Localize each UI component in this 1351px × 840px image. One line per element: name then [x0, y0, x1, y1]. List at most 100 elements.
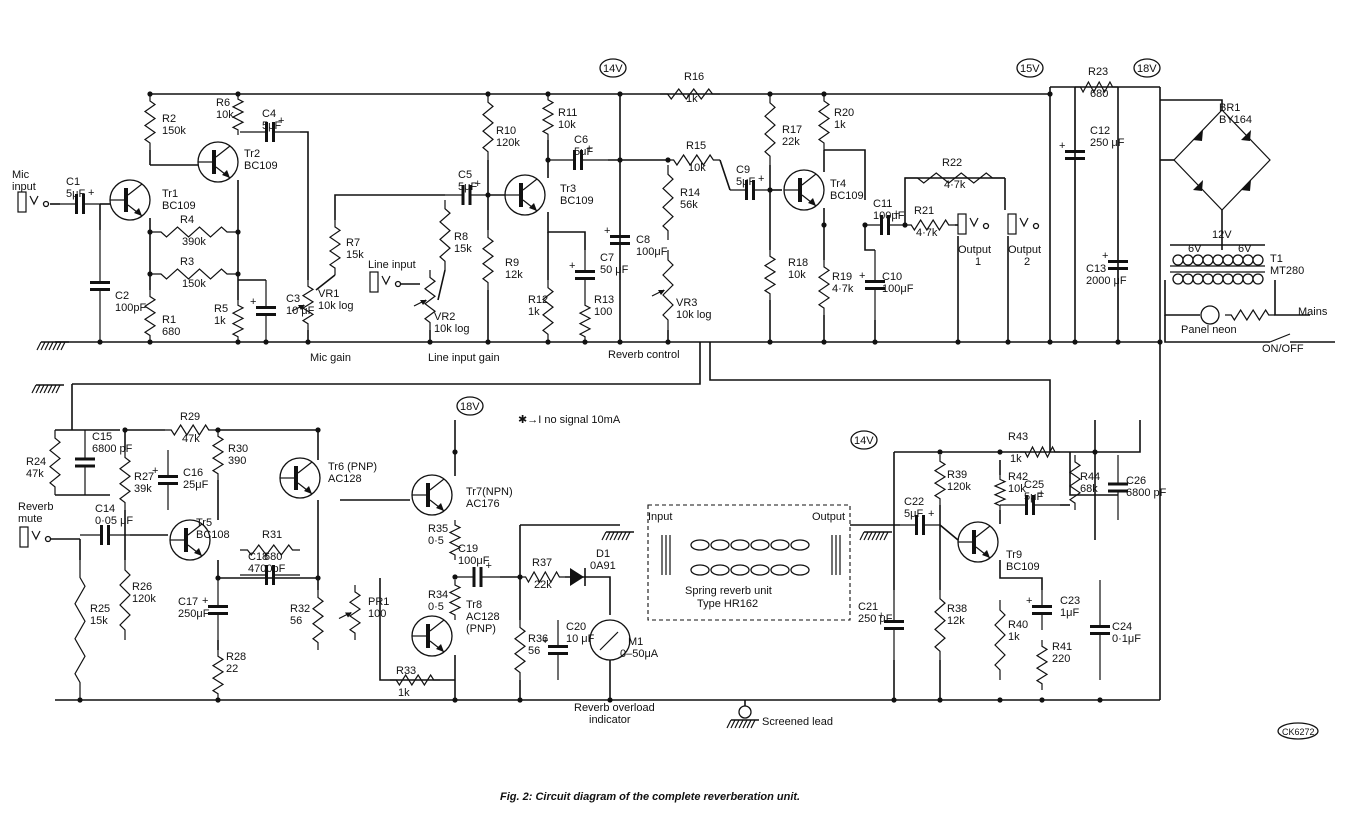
- junction-dot: [1097, 697, 1103, 703]
- junction-dot: [305, 339, 311, 345]
- resistor-r17: [764, 94, 776, 165]
- resistor-r42: [993, 475, 1007, 510]
- label-c24: C24: [1112, 621, 1132, 633]
- label-r38: R38: [947, 603, 967, 615]
- label-tr5: Tr5: [196, 517, 212, 529]
- junction-dot: [517, 697, 523, 703]
- ground-hatch: [36, 341, 42, 351]
- transformer-winding-pri: [1242, 273, 1254, 285]
- capacitor-plate: [1065, 157, 1085, 160]
- type-tr3: BC109: [560, 195, 594, 207]
- meter-needle: [599, 631, 619, 651]
- value-c18: 4700pF: [248, 563, 286, 575]
- value-r15: 10k: [688, 162, 706, 174]
- transistor-arrow: [222, 170, 230, 178]
- label-c3: C3: [286, 293, 300, 305]
- label-c7: C7: [600, 252, 614, 264]
- wire: [315, 274, 336, 291]
- capacitor-plate: [256, 313, 276, 316]
- transistor-base-bar: [972, 530, 976, 554]
- capacitor-c20: [548, 645, 568, 648]
- transformer-6v-b: 6V: [1238, 243, 1252, 255]
- rail-15v: 15V: [1016, 58, 1044, 78]
- capacitor-c3: [256, 306, 276, 309]
- label-c25: C25: [1024, 479, 1044, 491]
- junction-dot: [315, 575, 321, 581]
- label-r44: R44: [1080, 471, 1100, 483]
- reverb-control-label: Reverb control: [608, 349, 680, 361]
- ground-hatch: [39, 384, 45, 394]
- capacitor-plate: [752, 180, 755, 200]
- resistor-r38: [934, 590, 946, 660]
- wire: [300, 131, 309, 280]
- bridge-diode: [1193, 130, 1203, 141]
- label-r18: R18: [788, 257, 808, 269]
- resistor-r2: [143, 94, 157, 150]
- label-c5: C5: [458, 169, 472, 181]
- transformer-winding-sec: [1192, 254, 1204, 266]
- label-d1: D1: [596, 548, 610, 560]
- label-vr1: VR1: [318, 288, 339, 300]
- junction-dot: [1115, 339, 1121, 345]
- ground-hatch: [601, 531, 607, 541]
- value-r6: 10k: [216, 109, 234, 121]
- output2-label-1: Output: [1008, 244, 1041, 256]
- polarity-mark: +: [1102, 250, 1108, 262]
- jack-contact: [1019, 217, 1029, 228]
- capacitor-c8: [610, 235, 630, 238]
- output1-label-1: Output: [958, 244, 991, 256]
- rail-14v-right-text: 14V: [854, 435, 874, 447]
- resistor-r32: [312, 590, 324, 650]
- capacitor-plate: [479, 567, 483, 587]
- value-c22: 5μF: [904, 508, 923, 520]
- label-r20: R20: [834, 107, 854, 119]
- value-c9: 5μF: [736, 176, 755, 188]
- value-r2: 150k: [162, 125, 186, 137]
- value-vr3: 10k log: [676, 309, 711, 321]
- value-c11: 100μF: [873, 210, 905, 222]
- label-r13: R13: [594, 294, 614, 306]
- rail-flags: 14V 15V 18V 18V 14V: [456, 58, 1161, 450]
- label-tr2: Tr2: [244, 148, 260, 160]
- value-r19: 4·7k: [832, 283, 854, 295]
- value-r9: 12k: [505, 269, 523, 281]
- capacitor-c25: [1025, 495, 1028, 515]
- resistor-r16: [660, 88, 720, 100]
- value-r20: 1k: [834, 119, 846, 131]
- label-r28: R28: [226, 651, 246, 663]
- transistor-collector: [215, 145, 231, 158]
- jack-contact: [969, 217, 979, 228]
- capacitor-c15: [75, 457, 95, 461]
- resistor-: [662, 250, 674, 330]
- capacitor-c9: [745, 180, 748, 200]
- polarity-mark: +: [250, 296, 256, 308]
- transformer-winding-pri: [1222, 273, 1234, 285]
- value-r22: 4·7k: [944, 179, 966, 191]
- reverb-spring: [730, 564, 750, 576]
- ground-hatch: [60, 341, 66, 351]
- value-r36: 56: [528, 645, 540, 657]
- transistor-arrow: [808, 198, 816, 206]
- junction-dot: [937, 449, 943, 455]
- value-pr1: 100: [368, 608, 386, 620]
- label-tr3: Tr3: [560, 183, 576, 195]
- capacitor-plate: [1090, 632, 1110, 635]
- value-r18: 10k: [788, 269, 806, 281]
- value-c24: 0·1μF: [1112, 633, 1141, 645]
- value-r4: 390k: [182, 236, 206, 248]
- value-vr2: 10k log: [434, 323, 469, 335]
- transistor-collector: [801, 173, 817, 186]
- transformer-winding-pri: [1232, 273, 1244, 285]
- resistor-r31: [240, 544, 300, 556]
- value-r1: 680: [162, 326, 180, 338]
- label-r24: R24: [26, 456, 46, 468]
- value-c13: 2000 μF: [1086, 275, 1127, 287]
- value-r14: 56k: [680, 199, 698, 211]
- value-c1: 5μF: [66, 188, 85, 200]
- polarity-mark: +: [586, 143, 592, 155]
- polarity-mark: +: [202, 595, 208, 607]
- label-r5: R5: [214, 303, 228, 315]
- transformer-winding-pri: [1172, 273, 1184, 285]
- rail-15v-text: 15V: [1020, 63, 1040, 75]
- reverb-spring: [790, 564, 810, 576]
